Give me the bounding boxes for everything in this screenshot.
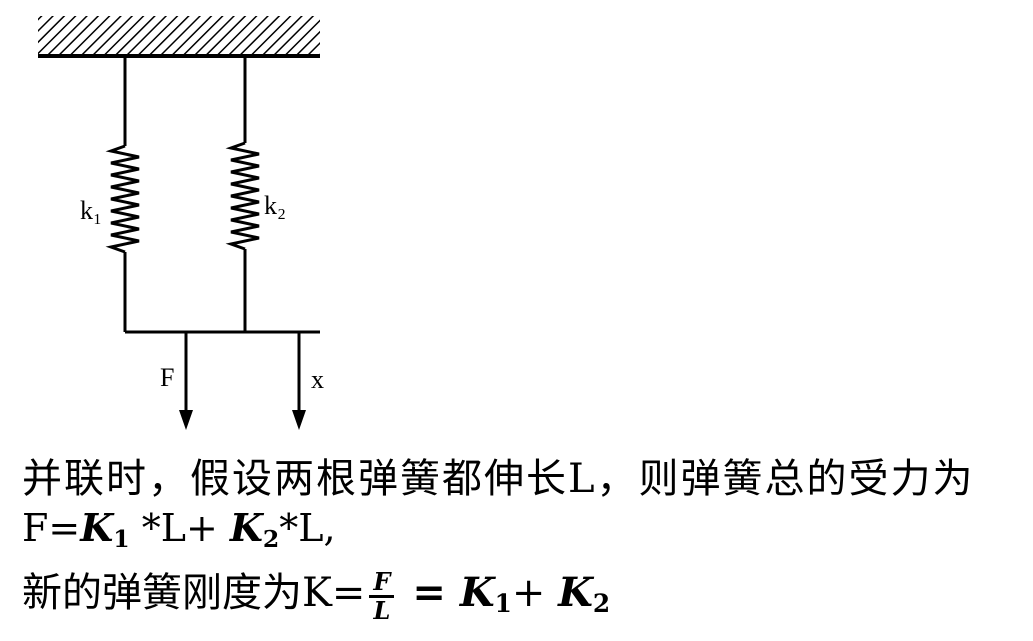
force-label: F bbox=[160, 363, 174, 392]
k1-symbol: K bbox=[80, 505, 114, 550]
force-equation-suffix: *L, bbox=[279, 506, 336, 550]
spring-k2 bbox=[225, 56, 260, 332]
k2-label: k₂ bbox=[264, 191, 286, 220]
k1-symbol-2: K bbox=[459, 569, 495, 616]
ceiling-support bbox=[38, 16, 320, 56]
stiffness-equation-prefix: 新的弹簧刚度为K= bbox=[22, 570, 366, 616]
force-equation-prefix: F= bbox=[22, 506, 81, 550]
k2-subscript: 2 bbox=[262, 524, 280, 553]
force-equation-mid: *L+ bbox=[129, 506, 230, 550]
fraction-numerator: F bbox=[369, 569, 395, 598]
equals-sign: = bbox=[398, 569, 460, 616]
spring-k1 bbox=[105, 56, 140, 332]
plus-sign: + bbox=[511, 570, 559, 616]
force-arrow bbox=[179, 332, 193, 430]
k1-label: k₁ bbox=[80, 196, 102, 225]
k1-subscript-2: 1 bbox=[494, 589, 512, 619]
force-equation: F=K1 *L+ K2*L, bbox=[22, 505, 336, 553]
explanation-line-1: 并联时，假设两根弹簧都伸长L，则弹簧总的受力为 bbox=[22, 456, 975, 502]
k2-symbol: K bbox=[229, 505, 263, 550]
displacement-arrow bbox=[292, 332, 306, 430]
k1-subscript: 1 bbox=[113, 524, 130, 553]
k2-subscript-2: 2 bbox=[592, 589, 611, 619]
displacement-label: x bbox=[311, 365, 324, 394]
fraction-denominator: L bbox=[373, 595, 391, 625]
k2-symbol-2: K bbox=[558, 569, 593, 616]
